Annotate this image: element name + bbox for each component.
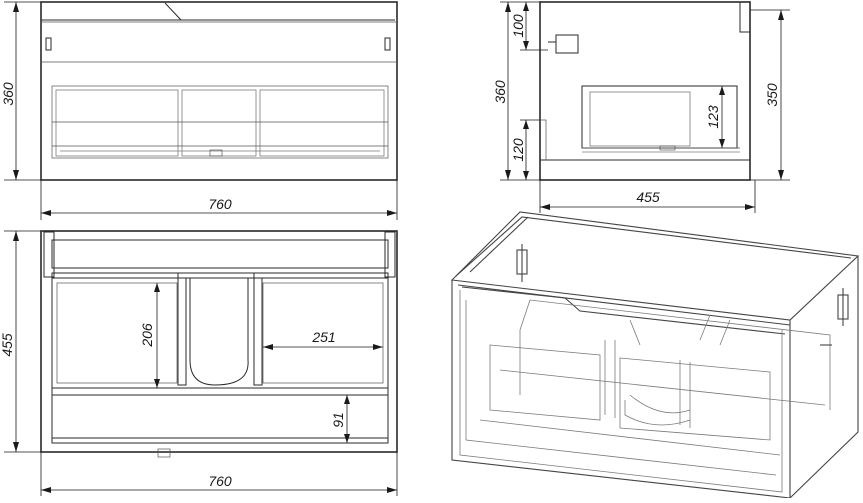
plan-inner-width-dimension: 251 — [263, 329, 383, 350]
side-depth-dimension: 455 — [539, 180, 756, 213]
plan-bottom-gap-dimension: 91 — [330, 395, 350, 443]
front-width-label: 760 — [208, 196, 232, 212]
plan-bottom-gap-label: 91 — [330, 412, 346, 428]
plan-width-label: 760 — [208, 473, 232, 489]
side-bottom-offset-dimension: 120 — [510, 119, 540, 180]
isometric-view — [450, 211, 860, 500]
front-height-dimension: 360 — [0, 1, 41, 181]
side-top-offset-label: 100 — [510, 14, 526, 38]
plan-inner-depth-dimension: 206 — [139, 283, 160, 388]
side-depth-label: 455 — [636, 189, 660, 205]
plan-depth-label: 455 — [0, 333, 15, 357]
front-view — [40, 1, 398, 181]
side-top-offset-dimension: 100 — [510, 2, 548, 51]
side-drawer-height-dimension: 123 — [705, 86, 725, 148]
plan-inner-width-label: 251 — [311, 329, 335, 345]
side-bottom-offset-label: 120 — [510, 138, 526, 162]
side-height-dimension: 360 — [492, 1, 540, 181]
side-view — [539, 1, 751, 181]
side-inner-height-label: 350 — [764, 83, 780, 107]
plan-view — [40, 230, 398, 458]
front-height-label: 360 — [0, 82, 16, 106]
front-width-dimension: 760 — [40, 180, 398, 220]
plan-depth-dimension: 455 — [0, 230, 41, 453]
plan-inner-depth-label: 206 — [139, 323, 155, 348]
side-drawer-height-label: 123 — [705, 105, 721, 129]
plan-width-dimension: 760 — [40, 452, 398, 496]
side-inner-height-dimension: 350 — [750, 9, 790, 181]
side-height-label: 360 — [492, 80, 508, 104]
